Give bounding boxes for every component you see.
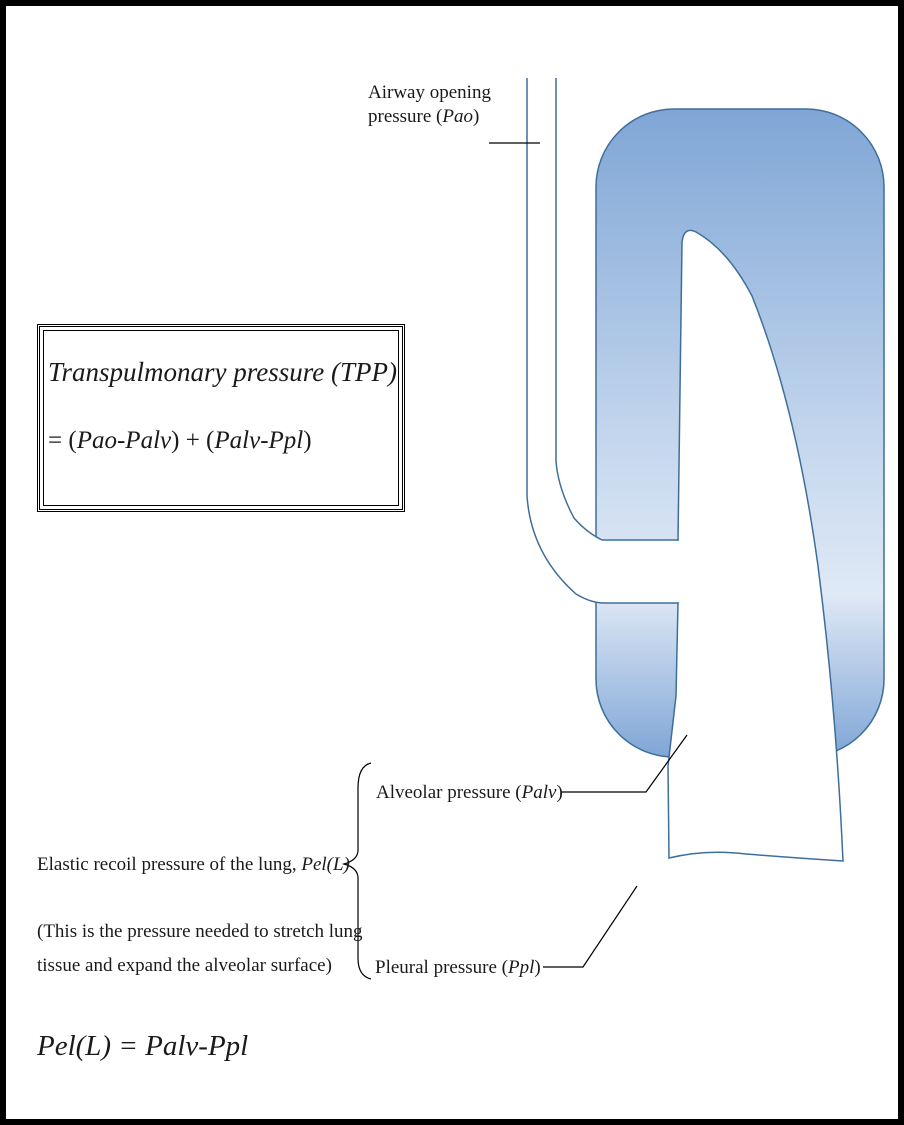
- lung-illustration: [341, 78, 885, 980]
- ppl-symbol: Ppl: [507, 957, 535, 978]
- airway-label-line1: Airway opening: [368, 82, 491, 103]
- pel-symbol: Pel(L): [301, 854, 350, 875]
- airway-wall-outer: [526, 78, 678, 604]
- pao-symbol: Pao: [442, 106, 473, 127]
- tpp-formula: = (Pao-Palv) + (Palv-Ppl): [48, 427, 312, 454]
- diagram-canvas: Airway opening pressure (Pao) Transpulmo…: [6, 6, 898, 1119]
- elastic-note: (This is the pressure needed to stretch …: [37, 915, 363, 983]
- airway-label-line2: pressure (Pao): [368, 106, 480, 127]
- alveolar-leader: [561, 734, 688, 793]
- pleural-leader: [543, 885, 638, 968]
- elastic-recoil-label: Elastic recoil pressure of the lung, Pel…: [37, 854, 350, 875]
- pleural-label: Pleural pressure (Ppl): [375, 957, 541, 978]
- lung-alveolar-space: [667, 229, 844, 862]
- note-line1: (This is the pressure needed to stretch …: [37, 921, 363, 942]
- tpp-box: Transpulmonary pressure (TPP) = (Pao-Pal…: [37, 324, 405, 512]
- pel-formula: Pel(L) = Palv-Ppl: [37, 1030, 249, 1062]
- alveolar-label: Alveolar pressure (Palv): [376, 782, 563, 803]
- airway-wall-inner: [555, 78, 678, 541]
- curly-brace: [341, 762, 372, 980]
- note-line2: tissue and expand the alveolar surface): [37, 955, 332, 976]
- airway-label: Airway opening pressure (Pao): [368, 81, 491, 129]
- palv-symbol: Palv: [521, 782, 557, 803]
- tpp-title: Transpulmonary pressure (TPP): [48, 357, 398, 387]
